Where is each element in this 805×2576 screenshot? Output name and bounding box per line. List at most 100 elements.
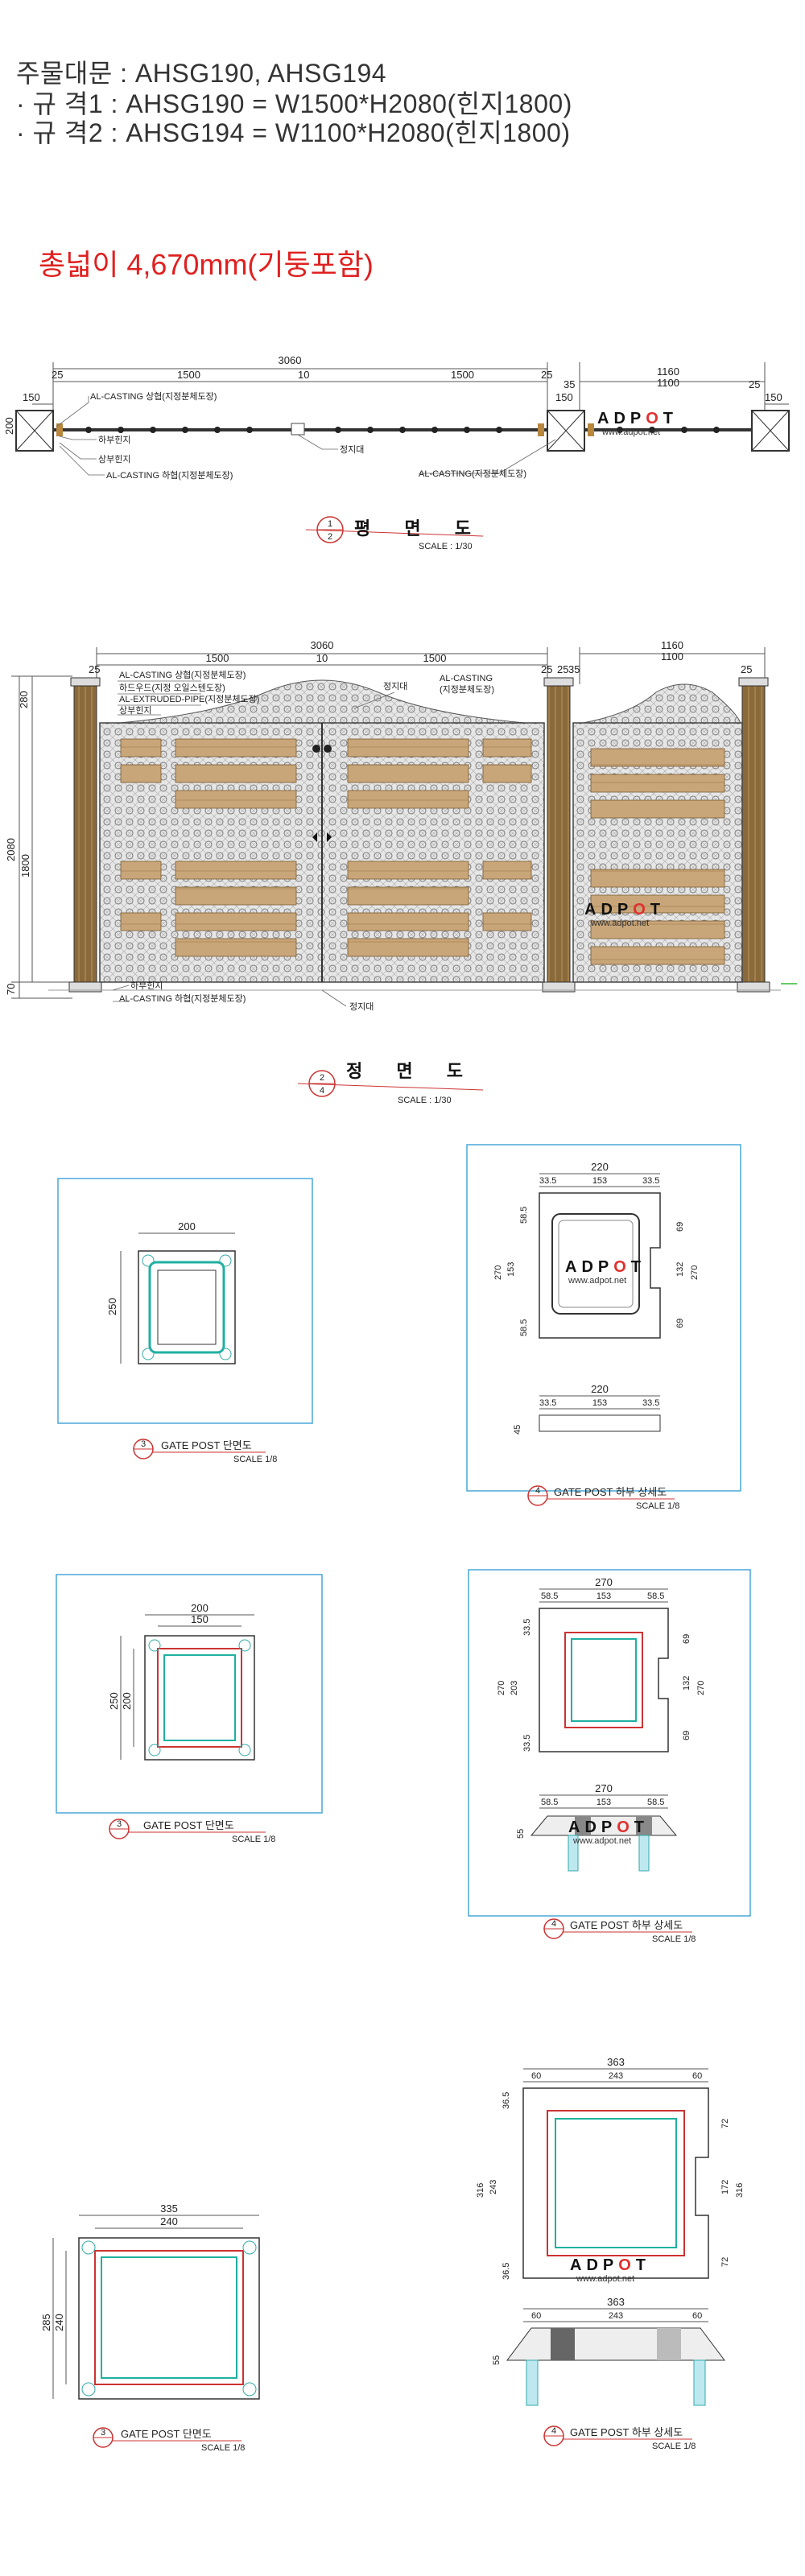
detail-dim: 153 bbox=[592, 1176, 607, 1186]
detail-dim: 250 bbox=[108, 1692, 120, 1710]
plan-label: 정지대 bbox=[340, 444, 364, 455]
plan-dim: 25 bbox=[749, 378, 760, 390]
detail-dim: 335 bbox=[160, 2202, 178, 2215]
detail-dim: 243 bbox=[609, 2071, 623, 2081]
plan-dim: 25 bbox=[52, 369, 63, 381]
detail-dim: 69 bbox=[675, 1319, 685, 1328]
detail-title: GATE POST 단면도 bbox=[161, 1439, 252, 1451]
plan-title-sub: 2 bbox=[328, 532, 332, 542]
elevation-dim: 70 bbox=[5, 984, 17, 995]
detail-dim: 203 bbox=[510, 1681, 519, 1695]
elevation-label: AL-CASTING 상협(지정분체도장) bbox=[119, 670, 246, 680]
plan-dim: 1500 bbox=[451, 369, 474, 381]
logo-text: ADPOT bbox=[568, 1818, 649, 1836]
detail-dim: 60 bbox=[531, 2071, 541, 2081]
plan-dim: 1160 bbox=[657, 365, 679, 378]
detail-dim: 72 bbox=[720, 2119, 730, 2128]
detail-dim: 363 bbox=[607, 2296, 625, 2308]
logo-text: ADPOT bbox=[584, 901, 665, 919]
elevation-dim: 1160 bbox=[661, 639, 683, 651]
detail-dim: 220 bbox=[591, 1161, 609, 1173]
plan-label: 상부힌지 bbox=[98, 454, 130, 464]
detail-scale: SCALE 1/8 bbox=[232, 1835, 275, 1844]
detail-dim: 33.5 bbox=[539, 1398, 556, 1408]
elevation-dim: 2080 bbox=[5, 838, 17, 861]
detail-scale: SCALE 1/8 bbox=[652, 1934, 696, 1944]
logo-website: www.adpot.net bbox=[601, 427, 660, 437]
detail-dim: 316 bbox=[476, 2183, 485, 2198]
detail-title: GATE POST 하부 상세도 bbox=[570, 1919, 683, 1931]
detail-dim: 58.5 bbox=[541, 1798, 558, 1807]
detail-dim: 45 bbox=[513, 1425, 522, 1435]
elevation-dim: 10 bbox=[316, 652, 328, 664]
detail-number: 3 bbox=[141, 1439, 146, 1449]
detail-dim: 33.5 bbox=[642, 1176, 659, 1186]
elevation-label: AL-EXTRUDED-PIPE(지정분체도장) bbox=[119, 694, 259, 704]
elevation-dim: 25 bbox=[557, 663, 568, 675]
detail-dim: 153 bbox=[597, 1798, 611, 1807]
detail-scale: SCALE 1/8 bbox=[636, 1501, 679, 1511]
detail-dim: 36.5 bbox=[502, 2092, 511, 2109]
total-width-note: 총넓이 4,670mm(기둥포함) bbox=[39, 248, 374, 281]
elevation-title: 정 면 도 bbox=[346, 1061, 477, 1081]
detail-dim: 270 bbox=[493, 1265, 503, 1280]
elevation-dim: 25 bbox=[741, 663, 752, 675]
elevation-label: AL-CASTING 하협(지정분체도장) bbox=[119, 993, 246, 1004]
detail-dim: 58.5 bbox=[519, 1207, 529, 1224]
detail-dim: 153 bbox=[506, 1262, 516, 1277]
detail-dim: 58.5 bbox=[647, 1591, 664, 1601]
plan-label: AL-CASTING 상협(지정분체도장) bbox=[90, 391, 217, 402]
plan-dim: 1500 bbox=[177, 369, 200, 381]
detail-title: GATE POST 단면도 bbox=[121, 2428, 212, 2440]
plan-dim: 150 bbox=[555, 391, 573, 403]
elevation-dim: 3060 bbox=[311, 639, 334, 651]
detail-number: 3 bbox=[101, 2428, 105, 2438]
logo-text: ADPOT bbox=[565, 1258, 646, 1276]
spec-line-1: · 규 격1 : AHSG190 = W1500*H2080(힌지1800) bbox=[16, 89, 572, 118]
elevation-dim: 1500 bbox=[423, 652, 447, 664]
detail-row-2: 200 150 250 200 3 GATE POST 단면도 SCALE 1/… bbox=[56, 1569, 751, 1944]
elevation-label: 하드우드(지정 오일스텐도장) bbox=[119, 682, 225, 693]
detail-scale: SCALE 1/8 bbox=[201, 2443, 245, 2453]
elevation-dim: 35 bbox=[568, 663, 580, 675]
plan-dim: 150 bbox=[23, 391, 40, 403]
elevation-dim: 1100 bbox=[661, 650, 683, 663]
detail-dim: 250 bbox=[106, 1298, 118, 1315]
elevation-label: 정지대 bbox=[383, 681, 407, 691]
detail-dim: 243 bbox=[609, 2311, 623, 2321]
detail-dim: 200 bbox=[121, 1692, 133, 1710]
detail-dim: 270 bbox=[690, 1265, 700, 1280]
detail-dim: 363 bbox=[607, 2056, 625, 2068]
elevation-dim: 1500 bbox=[206, 652, 229, 664]
detail-scale: SCALE 1/8 bbox=[233, 1455, 277, 1464]
logo-text: ADPOT bbox=[597, 410, 678, 427]
plan-dim: 35 bbox=[564, 378, 575, 390]
detail-number: 4 bbox=[535, 1486, 540, 1496]
plan-dim: 10 bbox=[298, 369, 309, 381]
detail-dim: 33.5 bbox=[522, 1619, 532, 1636]
detail-dim: 200 bbox=[178, 1220, 196, 1232]
detail-row-1: 200 250 3 GATE POST 단면도 SCALE 1/8 220 33… bbox=[57, 1144, 741, 1511]
elevation-view-drawing: 3060 1500 10 1500 25 25 25 1160 1100 35 … bbox=[5, 639, 797, 1105]
logo-text: ADPOT bbox=[570, 2256, 650, 2274]
detail-dim: 69 bbox=[682, 1731, 691, 1740]
elevation-dim: 25 bbox=[541, 663, 552, 675]
spec-line-2: · 규 격2 : AHSG194 = W1100*H2080(힌지1800) bbox=[16, 118, 571, 147]
detail-dim: 36.5 bbox=[502, 2263, 511, 2280]
elevation-label: AL-CASTING bbox=[440, 674, 493, 683]
detail-dim: 285 bbox=[40, 2314, 52, 2331]
elevation-label: 상부힌지 bbox=[119, 705, 151, 716]
elevation-title-number: 2 bbox=[320, 1073, 324, 1083]
detail-dim: 270 bbox=[595, 1576, 613, 1588]
detail-dim: 200 bbox=[191, 1602, 208, 1614]
detail-dim: 240 bbox=[53, 2314, 65, 2331]
plan-label: 하부힌지 bbox=[98, 434, 130, 445]
detail-dim: 220 bbox=[591, 1383, 609, 1395]
plan-view-drawing: 3060 25 1500 10 1500 25 150 1160 1100 35… bbox=[3, 354, 790, 551]
detail-dim: 69 bbox=[675, 1222, 685, 1232]
detail-dim: 270 bbox=[595, 1782, 613, 1794]
detail-dim: 58.5 bbox=[541, 1591, 558, 1601]
detail-dim: 33.5 bbox=[539, 1176, 556, 1186]
detail-title: GATE POST 하부 상세도 bbox=[554, 1486, 667, 1498]
detail-dim: 150 bbox=[191, 1613, 208, 1625]
